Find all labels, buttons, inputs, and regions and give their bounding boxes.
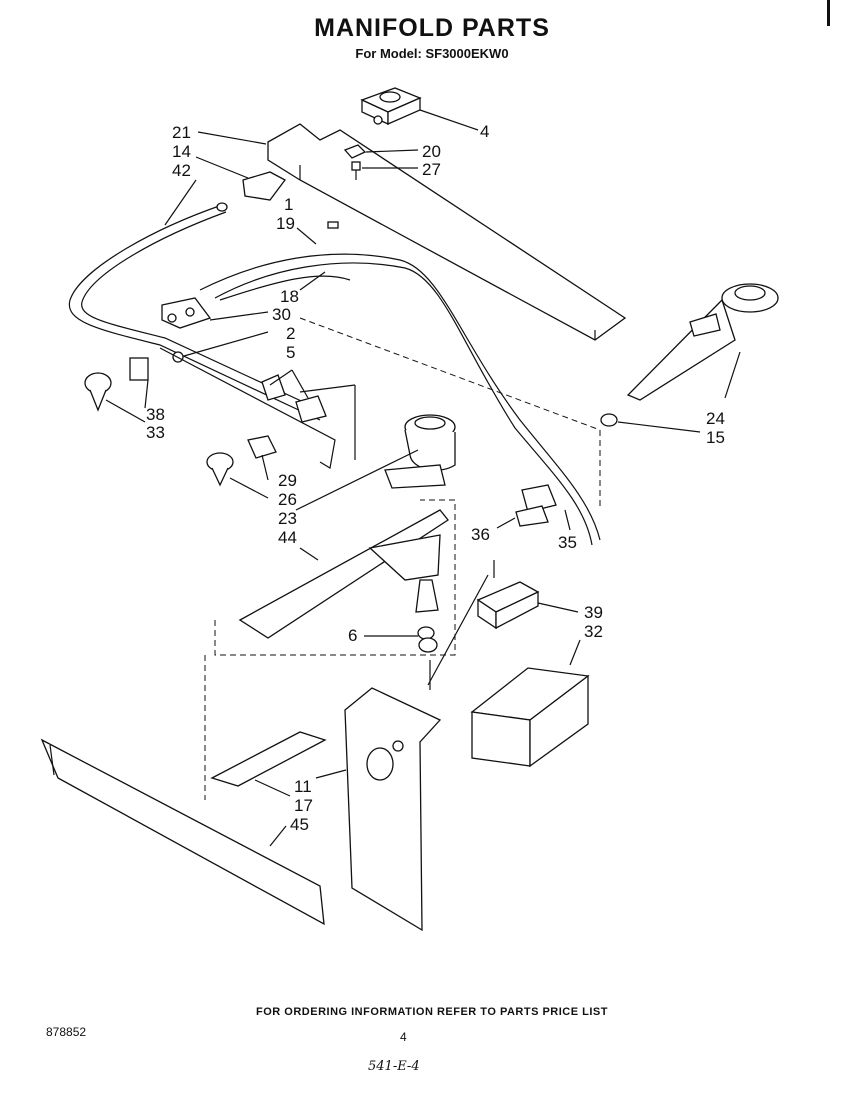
callout-19: 19	[276, 214, 295, 233]
part-39-spark-module	[476, 581, 540, 630]
callout-38: 38	[146, 405, 165, 424]
callout-14: 14	[172, 142, 191, 161]
page-title: MANIFOLD PARTS	[314, 14, 550, 42]
callout-35: 35	[558, 533, 577, 552]
handwritten-code: 541-E-4	[368, 1059, 420, 1074]
part-32-module-box	[470, 667, 590, 768]
callout-36: 36	[471, 525, 490, 544]
part-4-valve	[360, 87, 422, 126]
callout-32: 32	[584, 622, 603, 641]
callout-39: 39	[584, 603, 603, 622]
callout-29: 29	[278, 471, 297, 490]
ordering-note: FOR ORDERING INFORMATION REFER TO PARTS …	[256, 1006, 608, 1018]
callout-30: 30	[272, 305, 291, 324]
callout-21: 21	[172, 123, 191, 142]
callout-17: 17	[294, 796, 313, 815]
model-subtitle: For Model: SF3000EKW0	[355, 46, 509, 61]
callout-5: 5	[286, 343, 295, 362]
page-number: 4	[400, 1030, 407, 1044]
scan-mark	[827, 0, 838, 26]
callout-20: 20	[422, 142, 441, 161]
callout-26: 26	[278, 490, 297, 509]
callout-24: 24	[706, 409, 725, 428]
callout-27: 27	[422, 160, 441, 179]
part-21-bracket	[267, 123, 627, 341]
part-44-assembly-frame	[214, 499, 456, 656]
part-24-burner	[626, 283, 779, 401]
part-38-knob	[84, 372, 112, 412]
callout-42: 42	[172, 161, 191, 180]
part-11-panel	[344, 687, 442, 932]
callout-23: 23	[278, 509, 297, 528]
part-23-burner	[384, 414, 456, 489]
callout-33: 33	[146, 423, 165, 442]
part-42-manifold-tube	[68, 202, 326, 421]
callout-6: 6	[348, 626, 357, 645]
document-number: 878852	[46, 1025, 87, 1039]
callout-44: 44	[278, 528, 297, 547]
callout-15: 15	[706, 428, 725, 447]
callout-45: 45	[290, 815, 309, 834]
callout-1: 1	[284, 195, 293, 214]
part-45-trim	[40, 738, 325, 926]
callout-4: 4	[480, 122, 489, 141]
callout-11: 11	[294, 777, 312, 796]
callout-18: 18	[280, 287, 299, 306]
part-30-valve	[161, 297, 212, 329]
callout-2: 2	[286, 324, 295, 343]
